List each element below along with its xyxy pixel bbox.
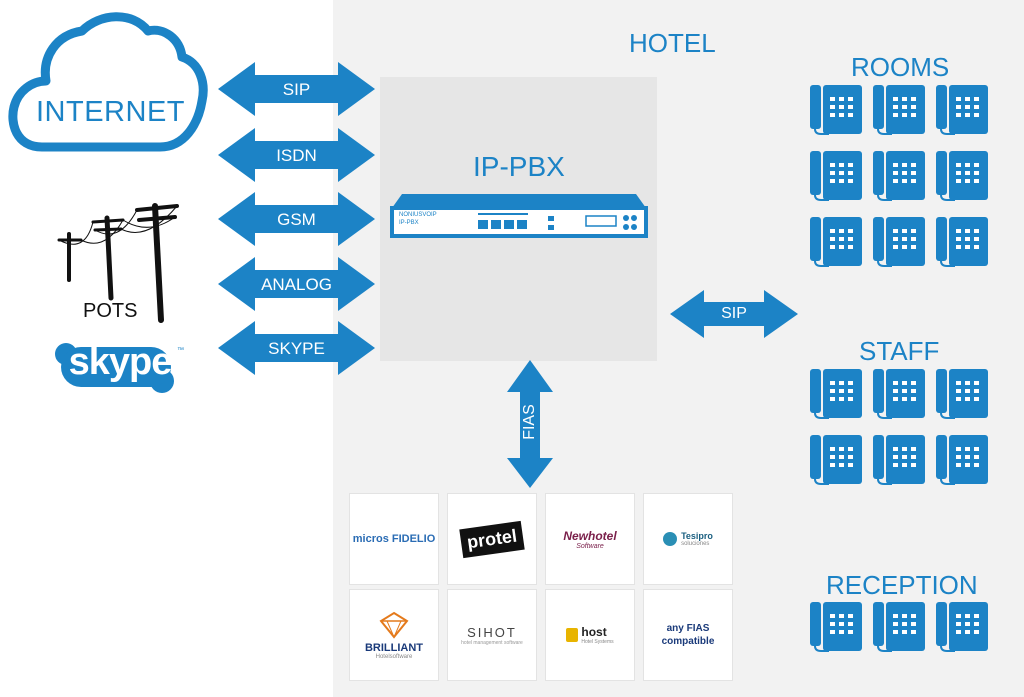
skype-logo-text: skype bbox=[68, 341, 173, 383]
internet-cloud-icon bbox=[8, 12, 208, 152]
trunk-label-skype: SKYPE bbox=[268, 339, 325, 358]
pms-sub: soluciones bbox=[681, 541, 710, 547]
pms-tile-protel: protel bbox=[447, 493, 537, 585]
pms-name: host bbox=[581, 625, 607, 639]
pms-sub: Software bbox=[576, 542, 604, 550]
arrow-isdn-trunk bbox=[218, 128, 375, 182]
arrow-sip-trunk bbox=[218, 62, 375, 116]
staff-title: STAFF bbox=[859, 336, 940, 366]
hotel-title: HOTEL bbox=[629, 28, 716, 58]
pms-name: Newhotel bbox=[563, 528, 617, 543]
desk-phone-icon bbox=[872, 83, 926, 135]
brilliant-diamond-icon bbox=[379, 611, 409, 639]
trunk-label-analog: ANALOG bbox=[261, 275, 332, 294]
utility-poles-icon bbox=[57, 203, 179, 323]
pbx-device-label: NONIUSVOIP IP-PBX bbox=[399, 211, 437, 227]
pms-tile-tesipro: Tesipro soluciones bbox=[643, 493, 733, 585]
host-logo-icon bbox=[566, 628, 579, 642]
extensions-sip-label: SIP bbox=[721, 305, 747, 322]
pms-tile-brilliant: BRILLIANT Hotelsoftware bbox=[349, 589, 439, 681]
pms-tile-any-fias: any FIAS compatible bbox=[643, 589, 733, 681]
pms-name: BRILLIANT bbox=[364, 641, 424, 654]
pots-label: POTS bbox=[83, 300, 138, 322]
arrow-sip-extensions bbox=[670, 290, 798, 338]
reception-title: RECEPTION bbox=[826, 570, 978, 600]
arrow-skype-trunk bbox=[218, 321, 375, 375]
tesipro-logo-icon bbox=[663, 532, 678, 546]
pms-name: SIHOT bbox=[467, 624, 517, 640]
desk-phone-icon bbox=[809, 433, 863, 485]
skype-logo-icon: skype ™ bbox=[55, 337, 185, 397]
pbx-brand: NONIUSVOIP bbox=[399, 212, 437, 218]
desk-phone-icon bbox=[809, 149, 863, 201]
pms-name: Tesipro bbox=[681, 531, 713, 541]
desk-phone-icon bbox=[935, 600, 989, 652]
pms-sub: Hotelsoftware bbox=[375, 653, 413, 660]
desk-phone-icon bbox=[872, 600, 926, 652]
desk-phone-icon bbox=[935, 433, 989, 485]
arrow-analog-trunk bbox=[218, 257, 375, 311]
pms-tile-micros-fidelio: micros FIDELIO bbox=[349, 493, 439, 585]
fias-label: FIAS bbox=[521, 404, 538, 440]
desk-phone-icon bbox=[809, 367, 863, 419]
trunk-label-gsm: GSM bbox=[277, 210, 316, 229]
pms-sub: hotel management software bbox=[461, 639, 523, 646]
rooms-title: ROOMS bbox=[851, 52, 950, 82]
desk-phone-icon bbox=[935, 83, 989, 135]
pms-tile-sihot: SIHOT hotel management software bbox=[447, 589, 537, 681]
desk-phone-icon bbox=[809, 83, 863, 135]
pms-name: protel bbox=[459, 520, 525, 558]
pbx-device-icon bbox=[390, 194, 648, 238]
desk-phone-icon bbox=[872, 433, 926, 485]
arrow-gsm-trunk bbox=[218, 192, 375, 246]
pbx-model: IP-PBX bbox=[399, 220, 419, 226]
pbx-title: IP-PBX bbox=[473, 151, 565, 182]
desk-phone-icon bbox=[872, 215, 926, 267]
pms-name: micros FIDELIO bbox=[352, 533, 436, 545]
pms-sub: Hotel Systems bbox=[581, 639, 614, 645]
internet-label: INTERNET bbox=[36, 96, 185, 128]
desk-phone-icon bbox=[935, 149, 989, 201]
arrow-fias bbox=[507, 360, 553, 488]
desk-phone-icon bbox=[935, 215, 989, 267]
desk-phone-icon bbox=[872, 149, 926, 201]
trunk-label-isdn: ISDN bbox=[276, 146, 317, 165]
desk-phone-icon bbox=[809, 600, 863, 652]
desk-phone-icon bbox=[809, 215, 863, 267]
pms-tile-host: host Hotel Systems bbox=[545, 589, 635, 681]
trunk-label-sip: SIP bbox=[282, 80, 311, 99]
desk-phone-icon bbox=[935, 367, 989, 419]
desk-phone-icon bbox=[872, 367, 926, 419]
pms-name: any FIAS compatible bbox=[661, 623, 715, 647]
pms-tile-newhotel: Newhotel Software bbox=[545, 493, 635, 585]
